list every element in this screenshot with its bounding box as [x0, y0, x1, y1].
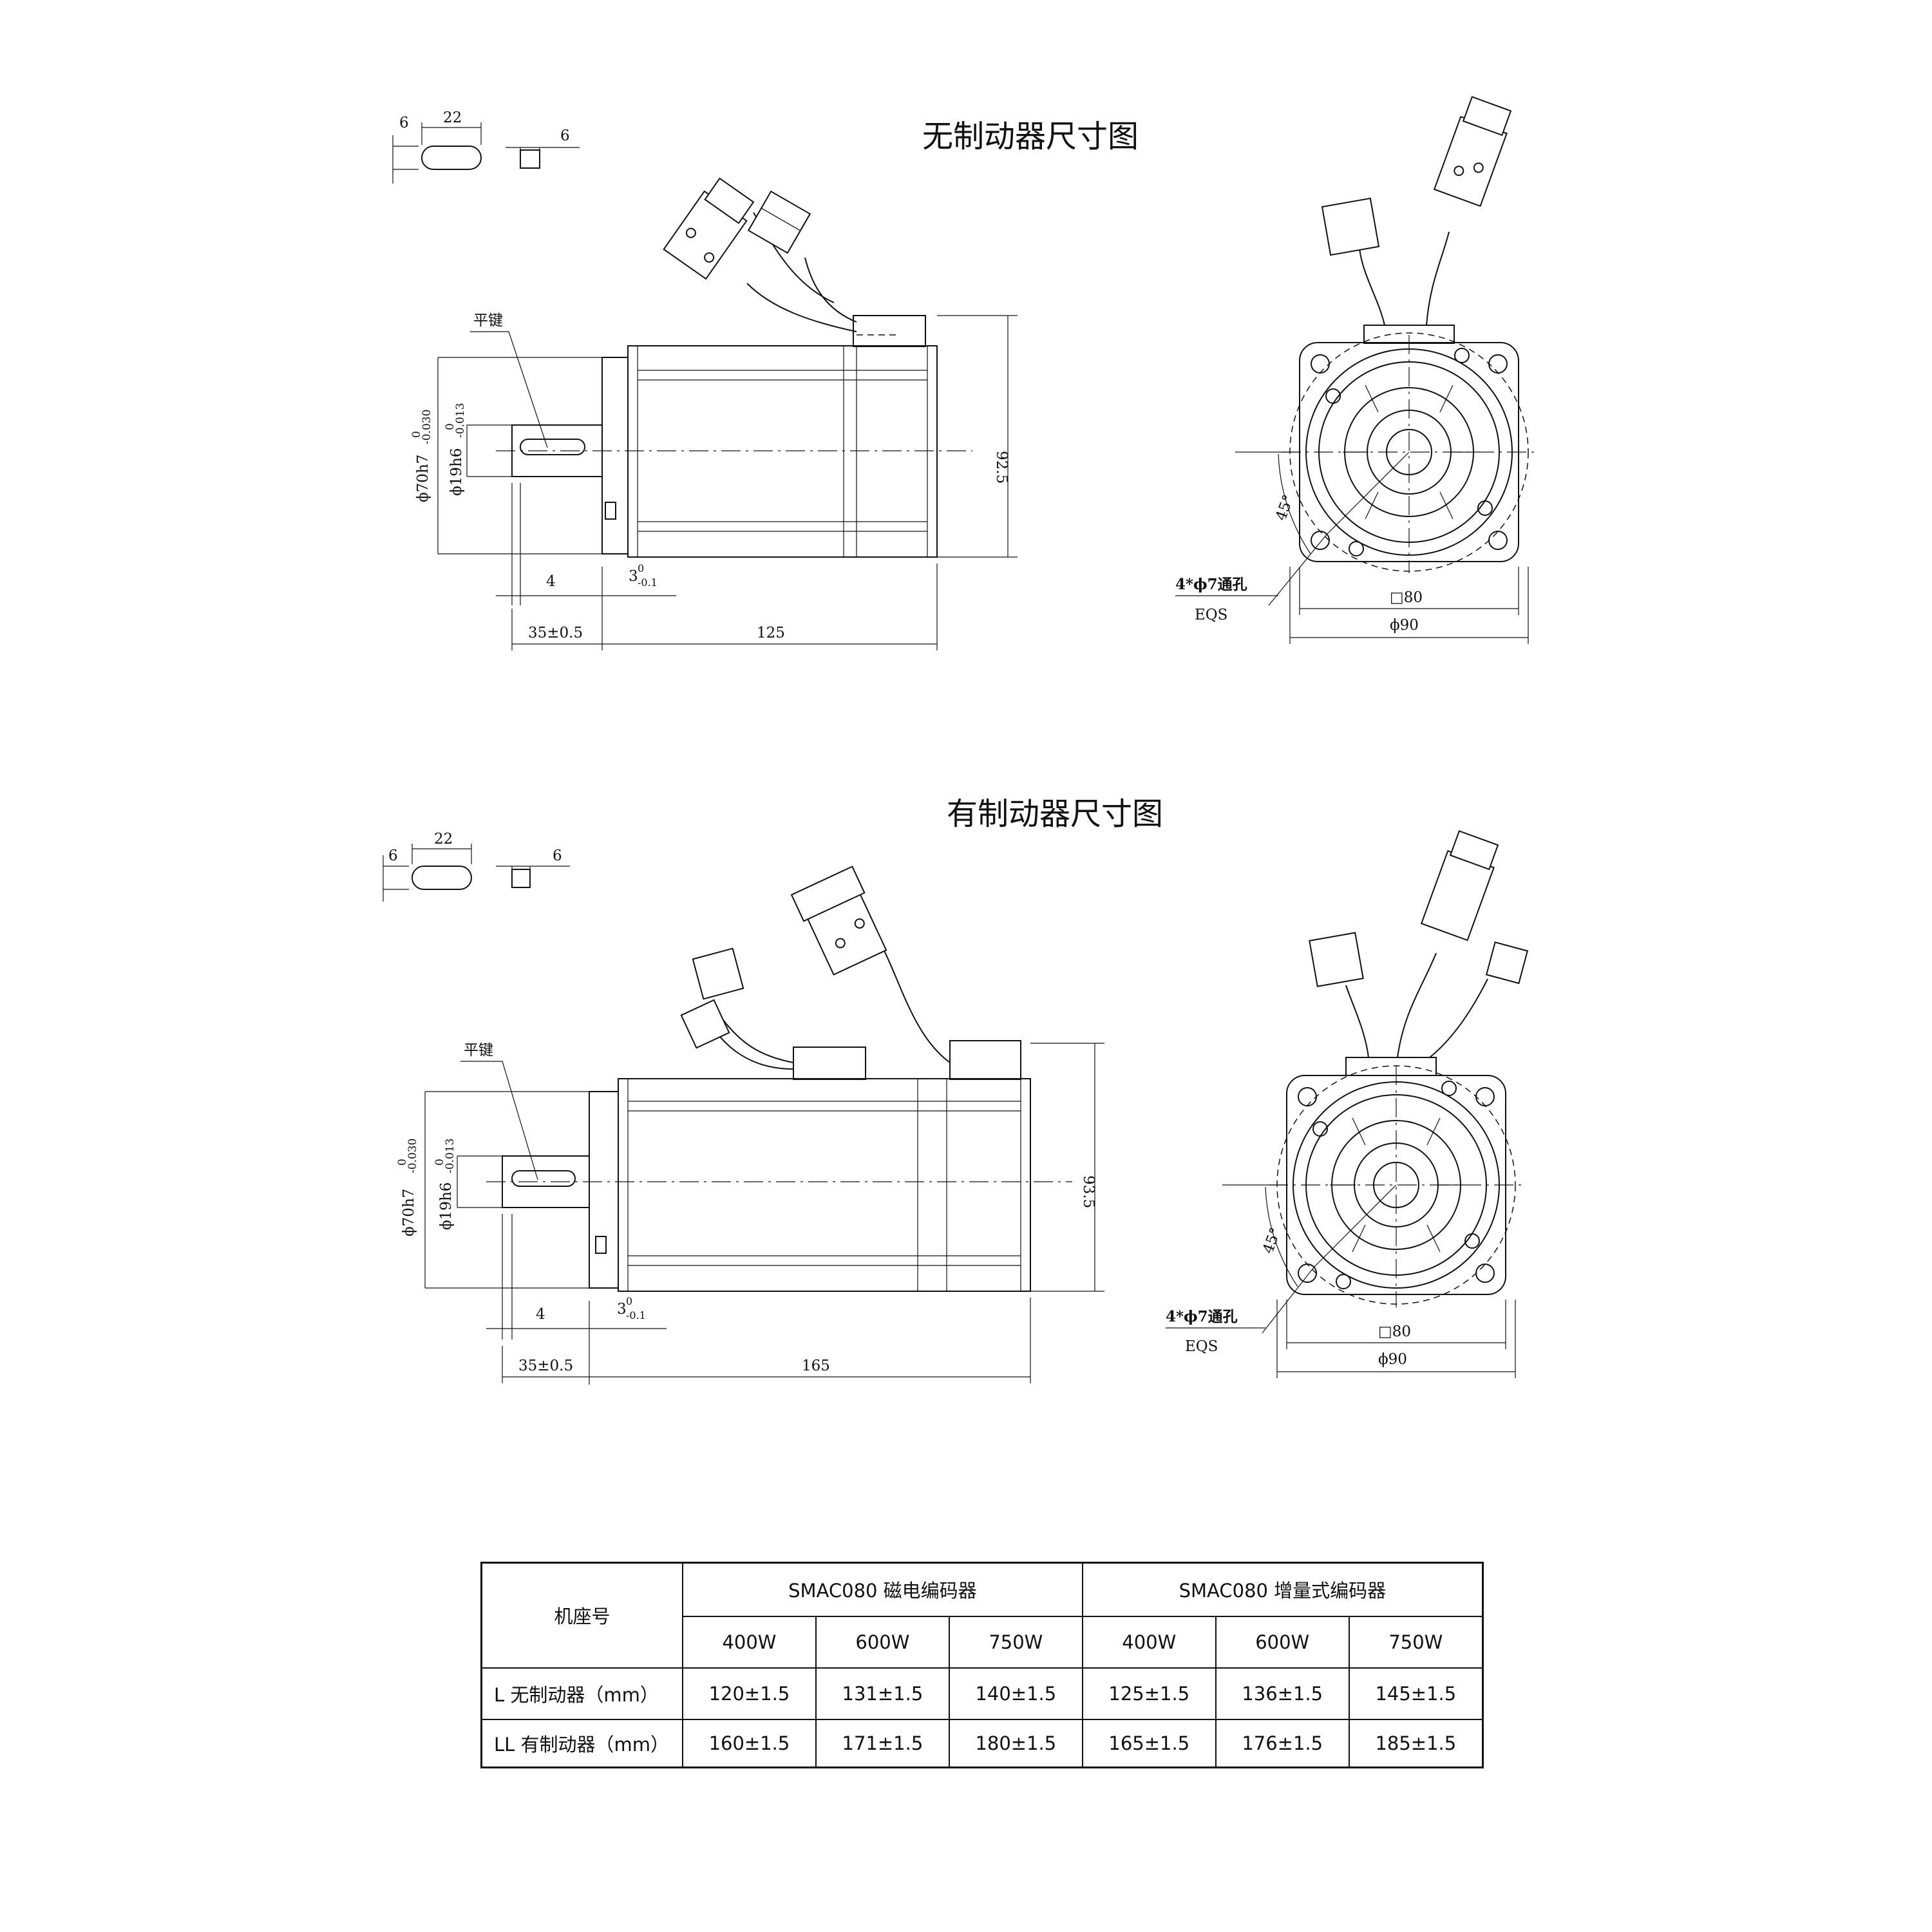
table-cell: 171±1.5	[815, 1718, 950, 1768]
diagram-no-brake: 无制动器尺寸图 6 22 6	[392, 96, 1539, 650]
square-size: □80	[1390, 589, 1423, 606]
shaft-fit: ϕ19h6	[448, 448, 465, 496]
power-header: 750W	[948, 1615, 1083, 1669]
table-cell: 145±1.5	[1348, 1667, 1484, 1720]
table-cell: 180±1.5	[948, 1718, 1083, 1768]
svg-text:EQS: EQS	[1185, 1338, 1218, 1355]
angle: 45°	[1273, 493, 1297, 523]
svg-text:-0.013: -0.013	[454, 403, 467, 438]
power-header: 400W	[1081, 1615, 1217, 1669]
diagram-brake: 有制动器尺寸图 6 22 6	[383, 796, 1529, 1385]
power-header: 600W	[1215, 1615, 1350, 1669]
svg-text:165: 165	[802, 1358, 830, 1374]
key-offset: 4	[546, 573, 556, 590]
key-end-width: 6	[560, 128, 570, 144]
table-cell: 125±1.5	[1081, 1667, 1217, 1720]
svg-text:-0.030: -0.030	[421, 410, 433, 444]
svg-text:0: 0	[396, 1159, 409, 1166]
group2-header: SMAC080 增量式编码器	[1081, 1562, 1484, 1617]
body-length: 125	[757, 625, 785, 641]
svg-text:□80: □80	[1378, 1323, 1411, 1340]
svg-text:0: 0	[444, 423, 457, 430]
table-row: LL 有制动器（mm） 160±1.5 171±1.5 180±1.5 165±…	[480, 1718, 1484, 1768]
svg-text:-0.1: -0.1	[626, 1309, 646, 1321]
svg-text:0: 0	[626, 1295, 632, 1307]
svg-text:ϕ90: ϕ90	[1378, 1351, 1407, 1368]
table-row: L 无制动器（mm） 120±1.5 131±1.5 140±1.5 125±1…	[480, 1667, 1484, 1720]
table-cell: 140±1.5	[948, 1667, 1083, 1720]
table-cell: 131±1.5	[815, 1667, 950, 1720]
side-dims-brake: ϕ70h7 0 -0.030 ϕ19h6 0 -0.013 平键 4 3 0 -…	[396, 1042, 1104, 1385]
svg-text:0: 0	[433, 1159, 446, 1166]
key-length: 22	[443, 109, 462, 126]
title-no-brake: 无制动器尺寸图	[922, 118, 1139, 155]
side-view-no-brake	[496, 177, 972, 558]
size-table: 机座号 SMAC080 磁电编码器 SMAC080 增量式编码器 400W 60…	[480, 1562, 1484, 1768]
flat-key-label: 平键	[473, 312, 503, 329]
row-label: L 无制动器（mm）	[480, 1667, 683, 1720]
table-cell: 165±1.5	[1081, 1718, 1217, 1768]
power-header: 750W	[1348, 1615, 1484, 1669]
shaft-length: 35±0.5	[528, 625, 583, 641]
svg-text:3: 3	[617, 1301, 627, 1318]
hole-spec: 4*ϕ7通孔	[1175, 576, 1247, 593]
svg-text:0: 0	[638, 562, 644, 574]
key-side-width: 6	[399, 115, 409, 131]
frame-header: 机座号	[480, 1562, 683, 1669]
table-cell: 176±1.5	[1215, 1718, 1350, 1768]
svg-text:-0.013: -0.013	[444, 1139, 457, 1173]
svg-text:22: 22	[434, 831, 453, 848]
table-cell: 120±1.5	[682, 1667, 817, 1720]
eqs-label: EQS	[1195, 607, 1227, 623]
svg-text:45°: 45°	[1260, 1226, 1284, 1256]
front-view-brake: 45° 4*ϕ7通孔 EQS □80 ϕ90	[1166, 830, 1529, 1378]
table-cell: 185±1.5	[1348, 1718, 1484, 1768]
group1-header: SMAC080 磁电编码器	[682, 1562, 1083, 1617]
svg-text:6: 6	[553, 848, 562, 864]
svg-text:4*ϕ7通孔: 4*ϕ7通孔	[1166, 1308, 1238, 1325]
flange-thickness: 3	[629, 568, 638, 585]
svg-text:ϕ19h6: ϕ19h6	[438, 1182, 455, 1230]
table-cell: 160±1.5	[682, 1718, 817, 1768]
svg-text:93.5: 93.5	[1080, 1175, 1097, 1208]
bolt-circle: ϕ90	[1390, 617, 1419, 634]
front-view-no-brake: 45° 4*ϕ7通孔 EQS □80 ϕ90	[1175, 96, 1539, 644]
svg-text:-0.1: -0.1	[638, 576, 658, 589]
svg-text:0: 0	[410, 431, 423, 438]
svg-text:平键: 平键	[464, 1042, 493, 1059]
svg-text:4: 4	[536, 1306, 545, 1323]
flange-fit: ϕ70h7	[415, 455, 431, 502]
svg-text:6: 6	[388, 848, 398, 864]
svg-text:-0.030: -0.030	[406, 1139, 419, 1173]
title-brake: 有制动器尺寸图	[947, 796, 1163, 832]
side-view-brake	[486, 866, 1072, 1292]
power-header: 600W	[815, 1615, 950, 1669]
power-header: 400W	[682, 1615, 817, 1669]
key-detail: 6 22 6	[392, 109, 580, 184]
svg-text:ϕ70h7: ϕ70h7	[401, 1189, 417, 1236]
row-label: LL 有制动器（mm）	[480, 1718, 683, 1768]
svg-text:35±0.5: 35±0.5	[518, 1358, 573, 1374]
key-detail-brake: 6 22 6	[383, 831, 570, 902]
height: 92.5	[993, 451, 1010, 484]
table-cell: 136±1.5	[1215, 1667, 1350, 1720]
side-dims-no-brake: ϕ70h7 0 -0.030 ϕ19h6 0 -0.013 平键 4 3 0 -…	[410, 312, 1018, 650]
